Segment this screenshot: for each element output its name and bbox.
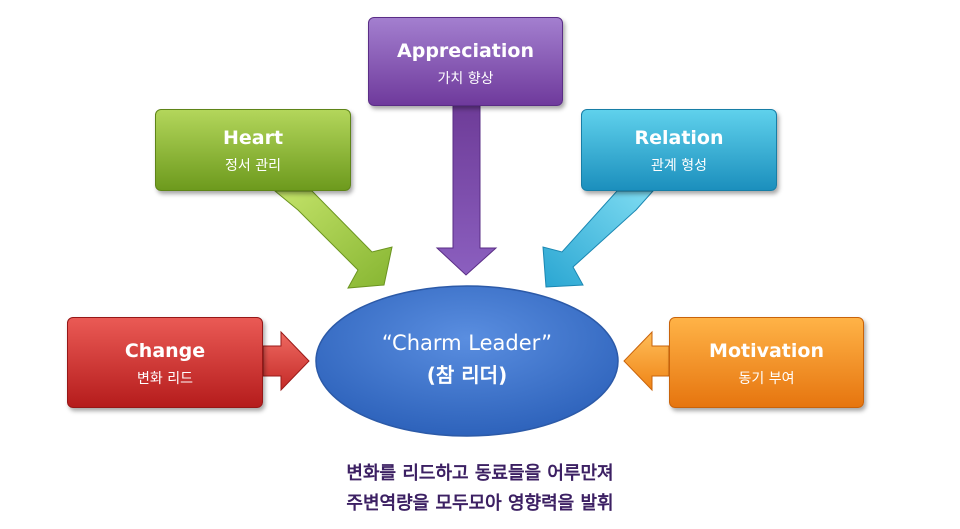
center-ellipse (315, 285, 619, 437)
change-box: Change 변화 리드 (67, 317, 263, 408)
heart-box: Heart 정서 관리 (155, 109, 351, 191)
motivation-box: Motivation 동기 부여 (669, 317, 864, 408)
caption-line-1: 변화를 리드하고 동료들을 어루만져 (346, 463, 614, 484)
arrow-relation (542, 190, 655, 288)
appreciation-box: Appreciation 가치 향상 (368, 17, 563, 106)
relation-subtitle: 관계 형성 (651, 158, 707, 174)
arrow-motivation (623, 330, 670, 392)
caption: 변화를 리드하고 동료들을 어루만져 주변역량을 모두모아 영향력을 발휘 (230, 459, 730, 519)
change-title: Change (124, 340, 206, 362)
motivation-title: Motivation (709, 340, 824, 362)
appreciation-subtitle: 가치 향상 (437, 71, 494, 87)
relation-box: Relation 관계 형성 (581, 109, 777, 191)
appreciation-title: Appreciation (397, 40, 534, 62)
center-label: “Charm Leader” (참 리더) (316, 330, 618, 388)
center-subtitle: (참 리더) (426, 363, 508, 387)
center-title: “Charm Leader” (381, 331, 553, 355)
relation-title: Relation (634, 127, 724, 149)
caption-line-2: 주변역량을 모두모아 영향력을 발휘 (346, 493, 614, 514)
change-subtitle: 변화 리드 (137, 371, 193, 387)
arrow-change (262, 330, 310, 392)
motivation-subtitle: 동기 부여 (738, 371, 795, 387)
heart-subtitle: 정서 관리 (225, 158, 281, 174)
arrow-heart (273, 190, 393, 289)
heart-title: Heart (222, 127, 284, 149)
arrow-appreciation (435, 104, 498, 276)
